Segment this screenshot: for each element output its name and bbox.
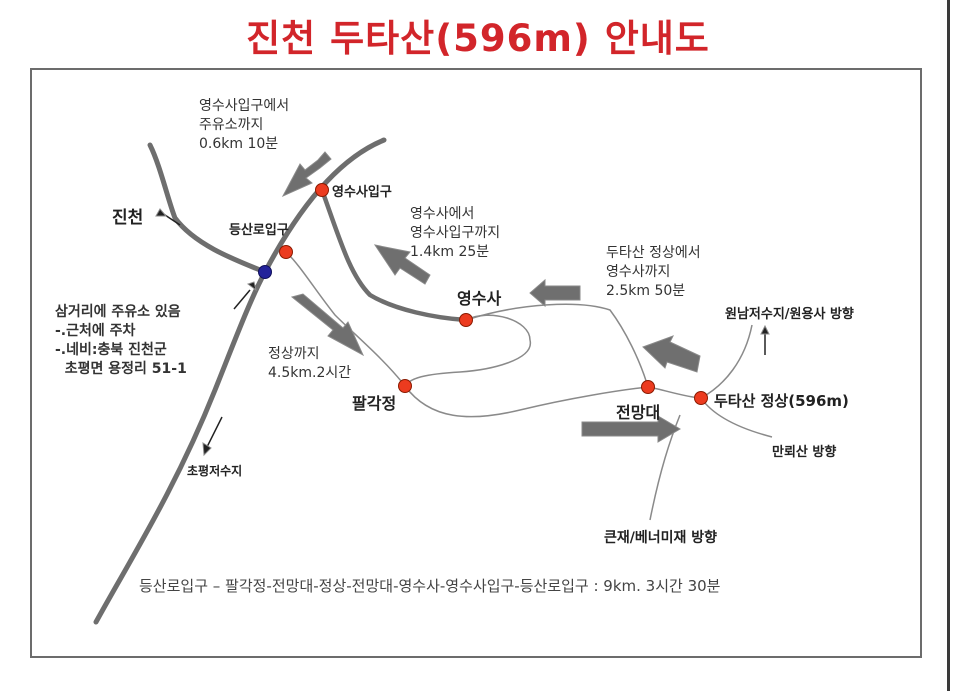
label-summit: 두타산 정상(596m): [714, 392, 849, 410]
label-keunjae-direction: 큰재/베너미재 방향: [604, 530, 718, 546]
map-title: 진천 두타산(596m) 안내도: [246, 17, 710, 60]
road-jincheon: [147, 142, 268, 275]
label-jeonmangdae: 전망대: [616, 403, 661, 422]
big-arrow-down-left-icon: [281, 151, 332, 198]
trail-wonnam: [700, 324, 753, 399]
big-arrow-down-right-icon: [290, 293, 365, 357]
station-trailhead: [279, 245, 293, 259]
trail-manroesan: [700, 397, 773, 438]
map-frame: [30, 68, 922, 658]
arrow-up-icon: [760, 324, 770, 355]
arrow-up-left-icon: [155, 208, 181, 226]
big-arrow-up-left-icon: [373, 244, 431, 285]
route-summary: 등산로입구 – 팔각정-전망대-정상-전망대-영수사-영수사입구-등산로입구 :…: [139, 577, 721, 595]
note-entrance-to-gas: 영수사입구에서 주유소까지 0.6km 10분: [199, 98, 290, 152]
arrow-right-icon: [581, 415, 681, 443]
station-jeonmangdae: [641, 380, 655, 394]
label-yeongsusa: 영수사: [457, 289, 502, 308]
arrow-left-icon: [529, 278, 581, 308]
station-summit: [694, 391, 708, 405]
note-summit-to-yeongsusa: 두타산 정상에서 영수사까지 2.5km 50분: [606, 245, 701, 299]
label-wonnam-direction: 원남저수지/원용사 방향: [725, 307, 854, 322]
trail-to-summit: [647, 386, 702, 399]
label-yeongsusa-entrance: 영수사입구: [332, 185, 392, 200]
station-palgakjeong: [398, 379, 412, 393]
road-main: [93, 137, 387, 625]
note-yeongsusa-to-entrance: 영수사에서 영수사입구까지 1.4km 25분: [410, 206, 501, 260]
trail-ridge: [404, 385, 649, 418]
trail-to-palgakjeong: [285, 251, 406, 387]
page-edge-line: [947, 0, 950, 691]
road-yeongsusa: [319, 187, 469, 323]
station-parking: [258, 265, 272, 279]
label-trailhead: 등산로입구: [229, 223, 289, 238]
pointer-arrow-icon: [233, 281, 257, 310]
arrow-up-left-summit-icon: [642, 335, 701, 373]
station-yeongsusa-entrance: [315, 183, 329, 197]
label-chopyeong-reservoir: 초평저수지: [187, 464, 243, 478]
station-yeongsusa: [459, 313, 473, 327]
trail-yeongsusa-loop: [404, 314, 531, 387]
trail-keunjae: [649, 414, 681, 521]
label-manroesan-direction: 만뢰산 방향: [772, 445, 837, 460]
note-parking: 삼거리에 주유소 있음 -.근처에 주차 -.네비:충북 진천군 초평면 용정리…: [55, 304, 187, 377]
label-jincheon: 진천: [112, 208, 144, 228]
note-to-summit: 정상까지 4.5km.2시간: [268, 346, 352, 381]
trail-summit-yeongsusa: [465, 303, 649, 388]
label-palgakjeong: 팔각정: [352, 394, 397, 413]
arrow-down-left-icon: [202, 416, 223, 457]
